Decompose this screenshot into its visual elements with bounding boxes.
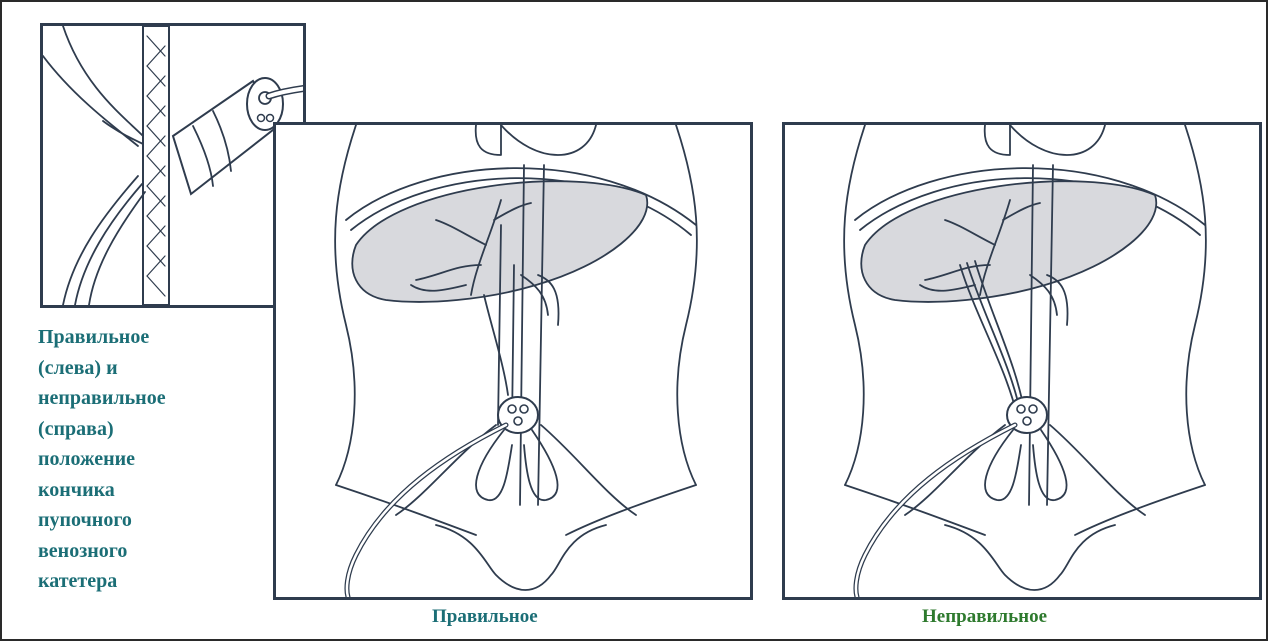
caption-line: (слева) и xyxy=(38,353,238,384)
caption-line: катетера xyxy=(38,566,238,597)
incorrect-position-illustration xyxy=(785,125,1259,597)
caption-line: пупочного xyxy=(38,505,238,536)
umbilical-cord-inset xyxy=(40,23,306,308)
incorrect-label: Неправильное xyxy=(922,606,1047,628)
correct-position-panel xyxy=(273,122,753,600)
caption-line: (справа) xyxy=(38,414,238,445)
umbilical-cord-illustration xyxy=(43,26,303,305)
incorrect-position-panel xyxy=(782,122,1262,600)
caption-line: кончика xyxy=(38,475,238,506)
caption-line: Правильное xyxy=(38,322,238,353)
caption-line: венозного xyxy=(38,536,238,567)
correct-label: Правильное xyxy=(432,606,538,628)
figure-caption: Правильное (слева) и неправильное (справ… xyxy=(38,322,238,597)
caption-line: положение xyxy=(38,444,238,475)
caption-line: неправильное xyxy=(38,383,238,414)
correct-position-illustration xyxy=(276,125,750,597)
